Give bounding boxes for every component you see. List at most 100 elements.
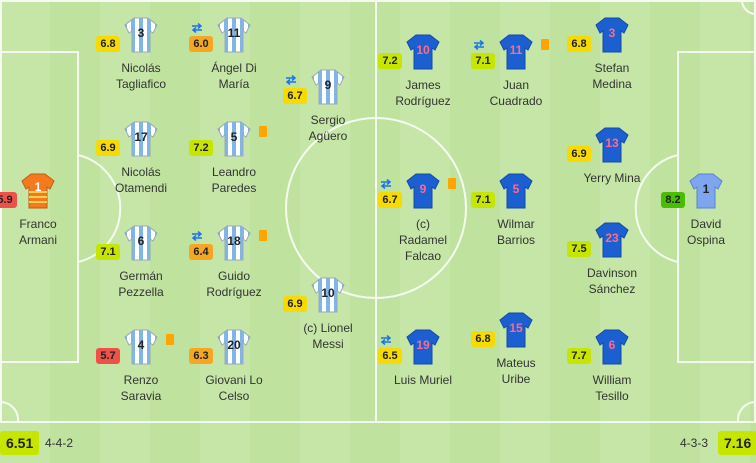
jersey-icon: 3 [123,16,159,54]
jersey-number: 23 [605,231,619,245]
player-name-line: Juan [502,78,530,92]
jersey-number: 17 [134,130,148,144]
player-name-line: Sergio [310,113,346,127]
jersey-icon: 5 [216,120,252,158]
jersey-icon: 15 [498,311,534,349]
jersey-icon: 6 [123,224,159,262]
player-name-line: Celso [218,389,250,403]
jersey-icon: 10 [310,276,346,314]
player-name-line: Armani [18,233,57,247]
substitution-icon [380,332,392,346]
player-name-line: William [592,373,632,387]
player-name-line: Agüero [308,129,348,143]
yellow-card-icon [259,126,267,137]
player-name-line: Messi [312,337,344,351]
jersey-icon: 5 [498,172,534,210]
jersey-number: 9 [324,78,332,92]
player-rating: 6.9 [283,296,307,312]
jersey-icon: 1 [20,172,56,210]
player-name-line: Guido [217,269,251,283]
jersey-icon: 11 [216,16,252,54]
player-name-line: Falcao [404,249,442,263]
player-rating: 6.8 [471,331,495,347]
jersey-number: 9 [419,182,427,196]
player-rating: 8.2 [661,192,685,208]
player-name-line: Rodríguez [395,94,451,108]
jersey-icon: 20 [216,328,252,366]
jersey-number: 13 [605,136,619,150]
player-name-line: David [690,217,722,231]
jersey-number: 19 [416,338,430,352]
substitution-icon [380,176,392,190]
player-rating: 7.1 [471,53,495,69]
player-name-line: Giovani Lo [205,373,263,387]
jersey-number: 10 [321,286,335,300]
player-name-line: Luis Muriel [393,373,453,387]
jersey-icon: 18 [216,224,252,262]
player-name-line: Franco [19,217,57,231]
player-name-line: Otamendi [114,181,168,195]
player-name-line: Medina [592,77,632,91]
player-name-line: María [218,77,250,91]
jersey-number: 6 [137,234,145,248]
jersey-number: 15 [509,321,523,335]
jersey-icon: 6 [594,328,630,366]
yellow-card-icon [166,334,174,345]
jersey-number: 3 [137,26,145,40]
jersey-number: 11 [227,26,241,40]
player-name-line: Stefan [594,61,630,75]
away-team-rating: 7.16 [718,431,756,455]
player-name-line: Tagliafico [115,77,167,91]
player-rating: 6.5 [378,348,402,364]
player-name-line: Tesillo [595,389,629,403]
yellow-card-icon [541,39,549,50]
player-name-line: Mateus [496,356,536,370]
player-rating: 6.7 [378,192,402,208]
jersey-number: 3 [608,26,616,40]
jersey-icon: 1 [688,172,724,210]
jersey-number: 4 [137,338,145,352]
player-name: Giovani Lo Celso [179,372,289,404]
player-rating: 6.4 [189,244,213,260]
player-rating: 6.9 [567,146,591,162]
jersey-icon: 11 [498,33,534,71]
away-formation: 4-3-3 [680,436,709,450]
player-name-line: Pezzella [118,285,164,299]
substitution-icon [191,20,203,34]
player-name: Yerry Mina [557,170,667,186]
jersey-number: 5 [512,182,520,196]
